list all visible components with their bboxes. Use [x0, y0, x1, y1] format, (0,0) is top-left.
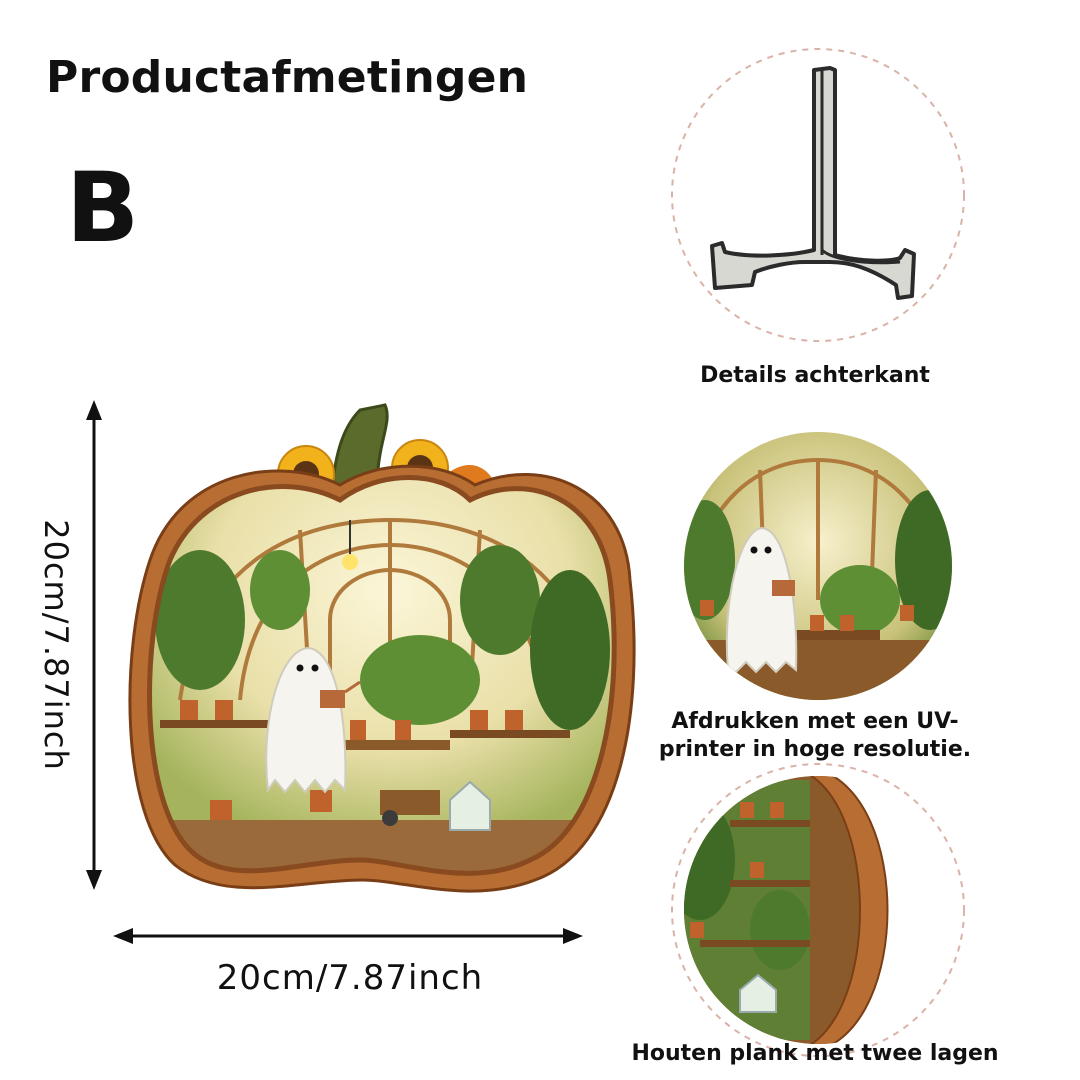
- back-detail-circle: [671, 48, 965, 342]
- layers-detail-caption: Houten plank met twee lagen: [631, 1041, 999, 1066]
- print-detail-caption: Afdrukken met een UV-printer in hoge res…: [658, 709, 972, 762]
- width-arrow: [113, 928, 583, 944]
- ghost-figure: [265, 646, 347, 794]
- back-detail-caption: Details achterkant: [700, 363, 930, 388]
- stand-icon: [710, 66, 916, 300]
- variant-label: B: [66, 152, 140, 264]
- height-dimension-label: 20cm/7.87inch: [37, 519, 75, 771]
- width-dimension-label: 20cm/7.87inch: [216, 958, 484, 998]
- page-title: Productafmetingen: [46, 52, 529, 103]
- print-detail-circle: [684, 432, 952, 700]
- height-arrow: [86, 400, 102, 890]
- layers-detail-circle: [671, 763, 965, 1057]
- pumpkin-plaque: [128, 403, 636, 893]
